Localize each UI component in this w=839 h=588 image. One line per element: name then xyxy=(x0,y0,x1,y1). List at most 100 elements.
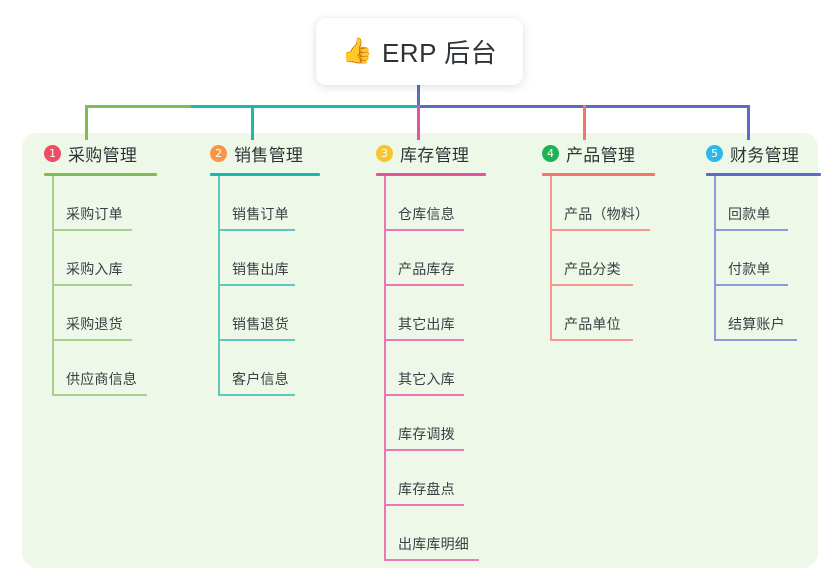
column-title-3: 库存管理 xyxy=(400,145,470,165)
column-rule-2 xyxy=(210,173,320,176)
menu-item-rule xyxy=(384,339,464,341)
column-5: 5 财务管理回款单付款单结算账户 xyxy=(695,133,821,341)
drop-line-col4 xyxy=(583,105,586,140)
diagram-panel xyxy=(22,133,818,568)
diagram-title-card: 👍 ERP 后台 xyxy=(316,18,523,85)
menu-item-rule xyxy=(384,394,464,396)
menu-item-label: 供应商信息 xyxy=(66,371,137,387)
menu-item[interactable]: 产品（物料） xyxy=(550,176,655,231)
column-title-2: 销售管理 xyxy=(234,145,304,165)
column-header-1[interactable]: 1 采购管理 xyxy=(33,133,157,173)
menu-item-rule xyxy=(550,284,633,286)
menu-item-label: 产品单位 xyxy=(564,316,621,332)
menu-item[interactable]: 付款单 xyxy=(714,231,821,286)
menu-item-label: 库存盘点 xyxy=(398,481,455,497)
column-items-3: 仓库信息产品库存其它出库其它入库库存调拨库存盘点出库库明细 xyxy=(384,176,486,561)
menu-item[interactable]: 供应商信息 xyxy=(52,341,157,396)
menu-item-label: 付款单 xyxy=(728,261,771,277)
menu-item-label: 仓库信息 xyxy=(398,206,455,222)
menu-item-label: 产品（物料） xyxy=(564,206,650,222)
menu-item[interactable]: 仓库信息 xyxy=(384,176,486,231)
menu-item-label: 客户信息 xyxy=(232,371,289,387)
menu-item-rule xyxy=(714,229,788,231)
menu-item[interactable]: 其它入库 xyxy=(384,341,486,396)
menu-item[interactable]: 产品分类 xyxy=(550,231,655,286)
column-items-4: 产品（物料） 产品分类产品单位 xyxy=(550,176,655,341)
menu-item[interactable]: 销售退货 xyxy=(218,286,320,341)
column-3: 3 库存管理仓库信息产品库存其它出库其它入库库存调拨库存盘点出库库明细 xyxy=(365,133,486,561)
column-spine-2 xyxy=(218,176,220,396)
menu-item[interactable]: 库存盘点 xyxy=(384,451,486,506)
drop-line-col2 xyxy=(251,105,254,140)
menu-item[interactable]: 采购退货 xyxy=(52,286,157,341)
menu-item-rule xyxy=(384,559,479,561)
menu-item-rule xyxy=(52,229,132,231)
column-badge-3: 3 xyxy=(376,144,393,162)
thumbs-up-icon: 👍 xyxy=(341,37,373,65)
menu-item[interactable]: 采购入库 xyxy=(52,231,157,286)
column-header-5[interactable]: 5 财务管理 xyxy=(695,133,821,173)
menu-item[interactable]: 产品库存 xyxy=(384,231,486,286)
menu-item[interactable]: 产品单位 xyxy=(550,286,655,341)
menu-item-rule xyxy=(218,284,295,286)
column-header-4[interactable]: 4 产品管理 xyxy=(531,133,655,173)
menu-item[interactable]: 客户信息 xyxy=(218,341,320,396)
menu-item-rule xyxy=(550,229,650,231)
menu-item-label: 出库库明细 xyxy=(398,536,469,552)
menu-item-rule xyxy=(52,339,132,341)
menu-item-label: 其它出库 xyxy=(398,316,455,332)
menu-item-rule xyxy=(218,394,295,396)
bus-segment-teal xyxy=(191,105,417,108)
column-title-1: 采购管理 xyxy=(68,145,138,165)
menu-item-label: 库存调拨 xyxy=(398,426,455,442)
menu-item-label: 结算账户 xyxy=(728,316,785,332)
menu-item[interactable]: 库存调拨 xyxy=(384,396,486,451)
column-spine-1 xyxy=(52,176,54,396)
menu-item-label: 产品分类 xyxy=(564,261,621,277)
menu-item[interactable]: 销售订单 xyxy=(218,176,320,231)
menu-item[interactable]: 回款单 xyxy=(714,176,821,231)
menu-item[interactable]: 其它出库 xyxy=(384,286,486,341)
menu-item-label: 产品库存 xyxy=(398,261,455,277)
menu-item-label: 采购订单 xyxy=(66,206,123,222)
column-header-3[interactable]: 3 库存管理 xyxy=(365,133,486,173)
column-badge-5: 5 xyxy=(706,144,723,162)
menu-item-rule xyxy=(384,449,464,451)
column-badge-4: 4 xyxy=(542,144,559,162)
menu-item-rule xyxy=(384,229,464,231)
drop-line-col3 xyxy=(417,105,420,140)
menu-item-rule xyxy=(384,284,464,286)
column-rule-5 xyxy=(706,173,821,176)
menu-item[interactable]: 出库库明细 xyxy=(384,506,486,561)
title-stem-line xyxy=(417,85,420,107)
menu-item-label: 回款单 xyxy=(728,206,771,222)
column-rule-4 xyxy=(542,173,655,176)
menu-item-label: 销售出库 xyxy=(232,261,289,277)
column-rule-1 xyxy=(44,173,157,176)
column-4: 4 产品管理产品（物料） 产品分类产品单位 xyxy=(531,133,655,341)
menu-item-rule xyxy=(384,504,464,506)
menu-item-rule xyxy=(52,394,147,396)
menu-item[interactable]: 采购订单 xyxy=(52,176,157,231)
menu-item[interactable]: 结算账户 xyxy=(714,286,821,341)
menu-item-label: 销售订单 xyxy=(232,206,289,222)
menu-item-rule xyxy=(52,284,132,286)
column-title-5: 财务管理 xyxy=(730,145,800,165)
column-items-1: 采购订单采购入库采购退货供应商信息 xyxy=(52,176,157,396)
drop-line-col5 xyxy=(747,105,750,140)
menu-item-rule xyxy=(550,339,633,341)
column-title-4: 产品管理 xyxy=(566,145,636,165)
menu-item[interactable]: 销售出库 xyxy=(218,231,320,286)
menu-item-rule xyxy=(714,339,797,341)
column-spine-5 xyxy=(714,176,716,341)
drop-line-col1 xyxy=(85,105,88,140)
column-items-2: 销售订单销售出库销售退货客户信息 xyxy=(218,176,320,396)
column-1: 1 采购管理采购订单采购入库采购退货供应商信息 xyxy=(33,133,157,396)
column-spine-3 xyxy=(384,176,386,561)
menu-item-rule xyxy=(218,229,295,231)
column-badge-1: 1 xyxy=(44,144,61,162)
menu-item-label: 其它入库 xyxy=(398,371,455,387)
